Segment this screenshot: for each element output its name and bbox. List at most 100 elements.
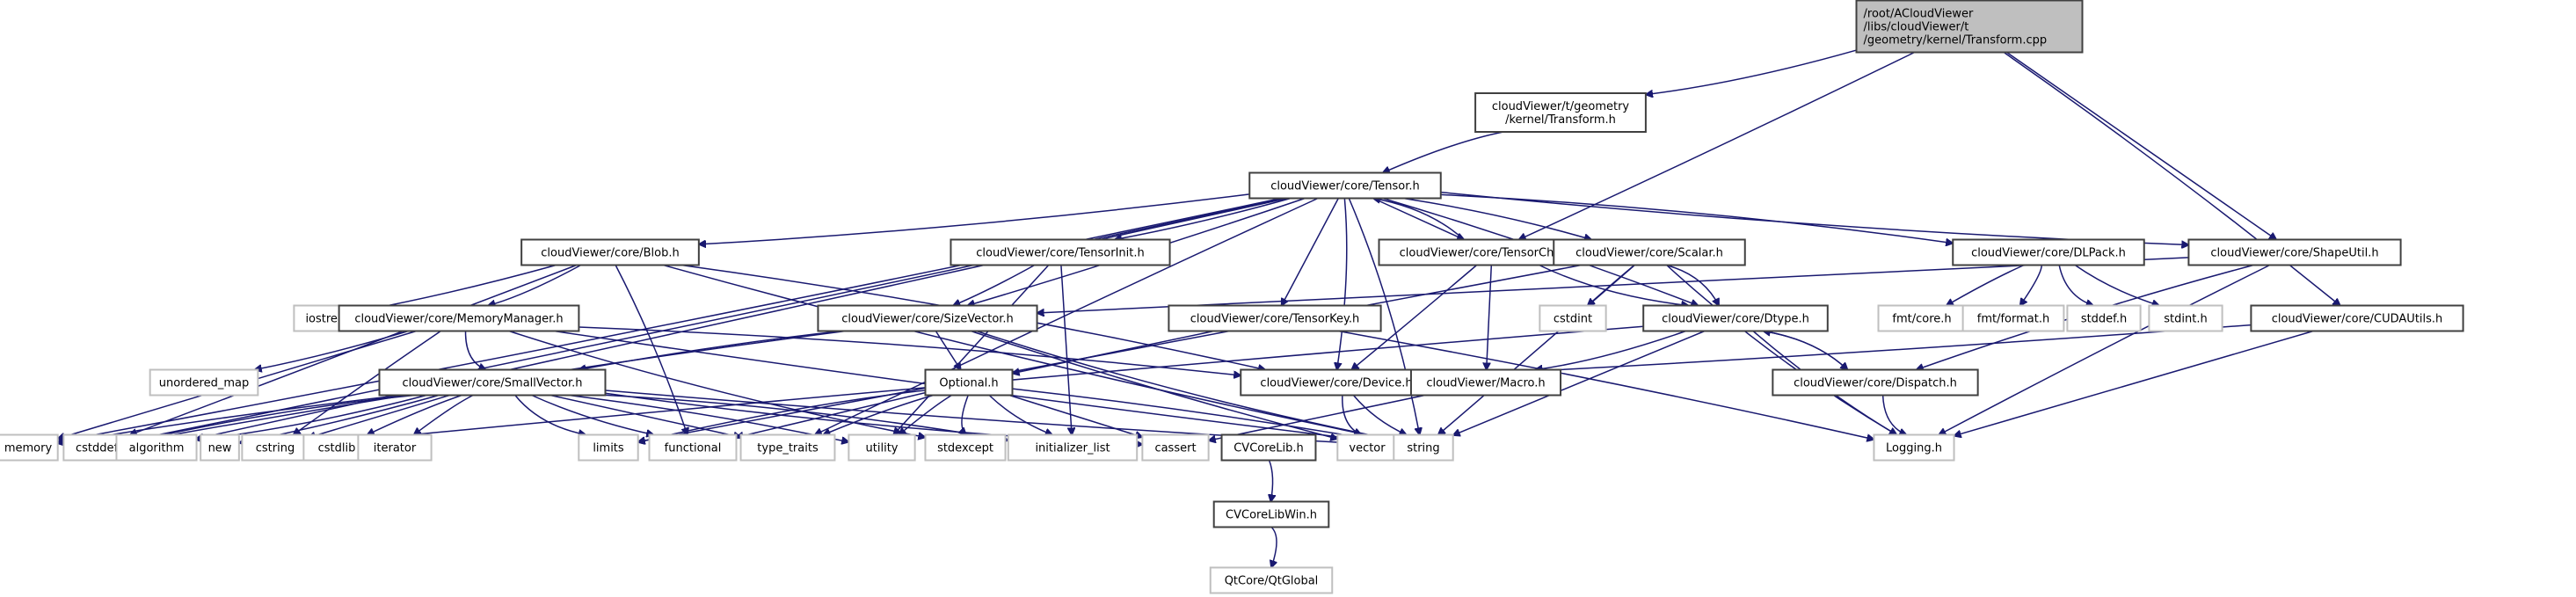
node-label: new bbox=[208, 442, 232, 455]
graph-node-root[interactable]: /root/ACloudViewer/libs/cloudViewer/t/ge… bbox=[1855, 0, 2084, 54]
graph-node-sizevector[interactable]: cloudViewer/core/SizeVector.h bbox=[817, 304, 1038, 332]
graph-node-cvcorelib[interactable]: CVCoreLib.h bbox=[1220, 433, 1317, 462]
edge-tensorcheck-to-device bbox=[1351, 264, 1478, 370]
node-label: memory bbox=[4, 442, 53, 455]
edge-transform_h-to-tensor bbox=[1383, 131, 1504, 173]
node-label: cloudViewer/t/geometry bbox=[1492, 100, 1630, 113]
node-label: /libs/cloudViewer/t bbox=[1864, 21, 1969, 34]
node-label: algorithm bbox=[129, 442, 185, 455]
node-label: cstring bbox=[256, 442, 295, 455]
edge-cvcorelib-to-cvcorelibwin bbox=[1270, 460, 1273, 502]
node-label: string bbox=[1407, 442, 1439, 455]
graph-node-dlpack[interactable]: cloudViewer/core/DLPack.h bbox=[1952, 238, 2145, 266]
graph-node-tensorinit[interactable]: cloudViewer/core/TensorInit.h bbox=[950, 238, 1171, 266]
node-box bbox=[1409, 368, 1562, 397]
graph-node-dispatch[interactable]: cloudViewer/core/Dispatch.h bbox=[1772, 368, 1979, 397]
edge-optional-to-type_traits bbox=[823, 394, 934, 435]
node-label: cloudViewer/core/Device.h bbox=[1260, 377, 1412, 390]
edge-dlpack-to-stddef bbox=[2058, 265, 2093, 306]
edge-optional-to-cassert bbox=[1008, 394, 1142, 438]
edge-tensorcheck-to-dtype bbox=[1539, 264, 1689, 306]
graph-node-fmtformat: fmt/format.h bbox=[1961, 304, 2065, 332]
node-box bbox=[1642, 304, 1829, 332]
edge-tensorinit-to-utility bbox=[893, 264, 1050, 435]
graph-node-macro[interactable]: cloudViewer/Macro.h bbox=[1409, 368, 1562, 397]
node-label: cloudViewer/core/Dtype.h bbox=[1662, 313, 1809, 326]
edge-smallvector-to-cstddef bbox=[130, 394, 415, 442]
node-label: cloudViewer/Macro.h bbox=[1426, 377, 1545, 390]
node-label: cassert bbox=[1154, 442, 1196, 455]
graph-node-cudautils[interactable]: cloudViewer/core/CUDAUtils.h bbox=[2250, 304, 2464, 332]
node-label: cloudViewer/core/Tensor.h bbox=[1270, 180, 1420, 193]
node-box bbox=[1539, 304, 1607, 332]
nodes-layer: /root/ACloudViewer/libs/cloudViewer/t/ge… bbox=[0, 0, 2464, 594]
edge-blob-to-string bbox=[663, 264, 1394, 440]
edge-tensor-to-tensorcheck bbox=[1372, 197, 1464, 240]
edge-device-to-vector bbox=[1342, 395, 1361, 435]
edge-smallvector-to-type_traits bbox=[549, 394, 741, 438]
graph-node-optional[interactable]: Optional.h bbox=[924, 368, 1014, 397]
graph-node-memorymanager[interactable]: cloudViewer/core/MemoryManager.h bbox=[338, 304, 580, 332]
node-box bbox=[1873, 433, 1955, 462]
edge-dispatch-to-dtype bbox=[1764, 331, 1848, 371]
node-box bbox=[378, 368, 607, 397]
edge-smallvector-to-iterator bbox=[414, 394, 474, 435]
edge-scalar-to-dtype bbox=[1665, 264, 1719, 306]
node-label: fmt/core.h bbox=[1892, 313, 1951, 326]
edge-cvcorelibwin-to-qtglobal bbox=[1271, 526, 1277, 568]
graph-node-cvcorelibwin[interactable]: CVCoreLibWin.h bbox=[1212, 500, 1330, 528]
graph-node-new: new bbox=[200, 433, 240, 462]
node-label: CVCoreLib.h bbox=[1233, 442, 1304, 455]
node-box bbox=[1168, 304, 1382, 332]
graph-node-dtype[interactable]: cloudViewer/core/Dtype.h bbox=[1642, 304, 1829, 332]
node-label: cloudViewer/core/TensorKey.h bbox=[1190, 313, 1359, 326]
edge-optional-to-limits bbox=[638, 390, 926, 442]
node-box bbox=[1141, 433, 1210, 462]
graph-node-logging: Logging.h bbox=[1873, 433, 1955, 462]
graph-node-smallvector[interactable]: cloudViewer/core/SmallVector.h bbox=[378, 368, 607, 397]
edge-tensor-to-device bbox=[1337, 198, 1348, 370]
node-box bbox=[924, 433, 1007, 462]
edge-cudautils-to-device bbox=[1432, 324, 2252, 377]
graph-node-scalar[interactable]: cloudViewer/core/Scalar.h bbox=[1553, 238, 1746, 266]
graph-node-transform_h[interactable]: cloudViewer/t/geometry/kernel/Transform.… bbox=[1474, 92, 1647, 133]
edge-dlpack-to-fmtformat bbox=[2020, 265, 2043, 306]
node-label: cloudViewer/core/Blob.h bbox=[541, 247, 679, 260]
edge-tensor-to-tensorinit bbox=[1115, 197, 1292, 240]
edge-tensor-to-shapeutil bbox=[1440, 191, 2189, 245]
node-box bbox=[1212, 500, 1330, 528]
node-box bbox=[817, 304, 1038, 332]
node-label: cstddef bbox=[76, 442, 119, 455]
graph-node-tensor[interactable]: cloudViewer/core/Tensor.h bbox=[1248, 171, 1442, 200]
node-label: cloudViewer/core/SmallVector.h bbox=[402, 377, 582, 390]
edge-tensorkey-to-optional bbox=[1013, 330, 1215, 374]
edge-tensor-to-type_traits bbox=[815, 197, 1319, 435]
edge-smallvector-to-functional bbox=[531, 394, 654, 435]
graph-node-cassert: cassert bbox=[1141, 433, 1210, 462]
edge-scalar-to-string bbox=[1438, 264, 1635, 435]
node-label: /geometry/kernel/Transform.cpp bbox=[1864, 34, 2048, 47]
graph-node-tensorkey[interactable]: cloudViewer/core/TensorKey.h bbox=[1168, 304, 1382, 332]
graph-node-vector: vector bbox=[1336, 433, 1398, 462]
node-label: Optional.h bbox=[939, 377, 998, 390]
graph-node-stdint: stdint.h bbox=[2148, 304, 2223, 332]
node-label: /root/ACloudViewer bbox=[1864, 8, 1974, 21]
graph-node-blob[interactable]: cloudViewer/core/Blob.h bbox=[520, 238, 700, 266]
graph-node-utility: utility bbox=[848, 433, 916, 462]
graph-node-device[interactable]: cloudViewer/core/Device.h bbox=[1240, 368, 1433, 397]
edge-tensor-to-tensorkey bbox=[1282, 198, 1339, 306]
edge-memorymanager-to-smallvector bbox=[464, 331, 486, 370]
node-label: utility bbox=[866, 442, 899, 455]
node-label: cloudViewer/core/TensorCheck.h bbox=[1400, 247, 1585, 260]
node-box bbox=[149, 368, 259, 397]
node-box bbox=[2148, 304, 2223, 332]
edge-dlpack-to-stdint bbox=[2074, 264, 2159, 306]
node-label: cstdlib bbox=[318, 442, 356, 455]
node-box bbox=[924, 368, 1014, 397]
node-box bbox=[0, 433, 59, 462]
graph-node-type_traits: type_traits bbox=[739, 433, 836, 462]
edge-cudautils-to-logging bbox=[1954, 330, 2314, 436]
edge-root-to-cudautils bbox=[2003, 51, 2340, 306]
edge-sizevector-to-optional bbox=[935, 331, 960, 370]
graph-node-shapeutil[interactable]: cloudViewer/core/ShapeUtil.h bbox=[2187, 238, 2402, 266]
